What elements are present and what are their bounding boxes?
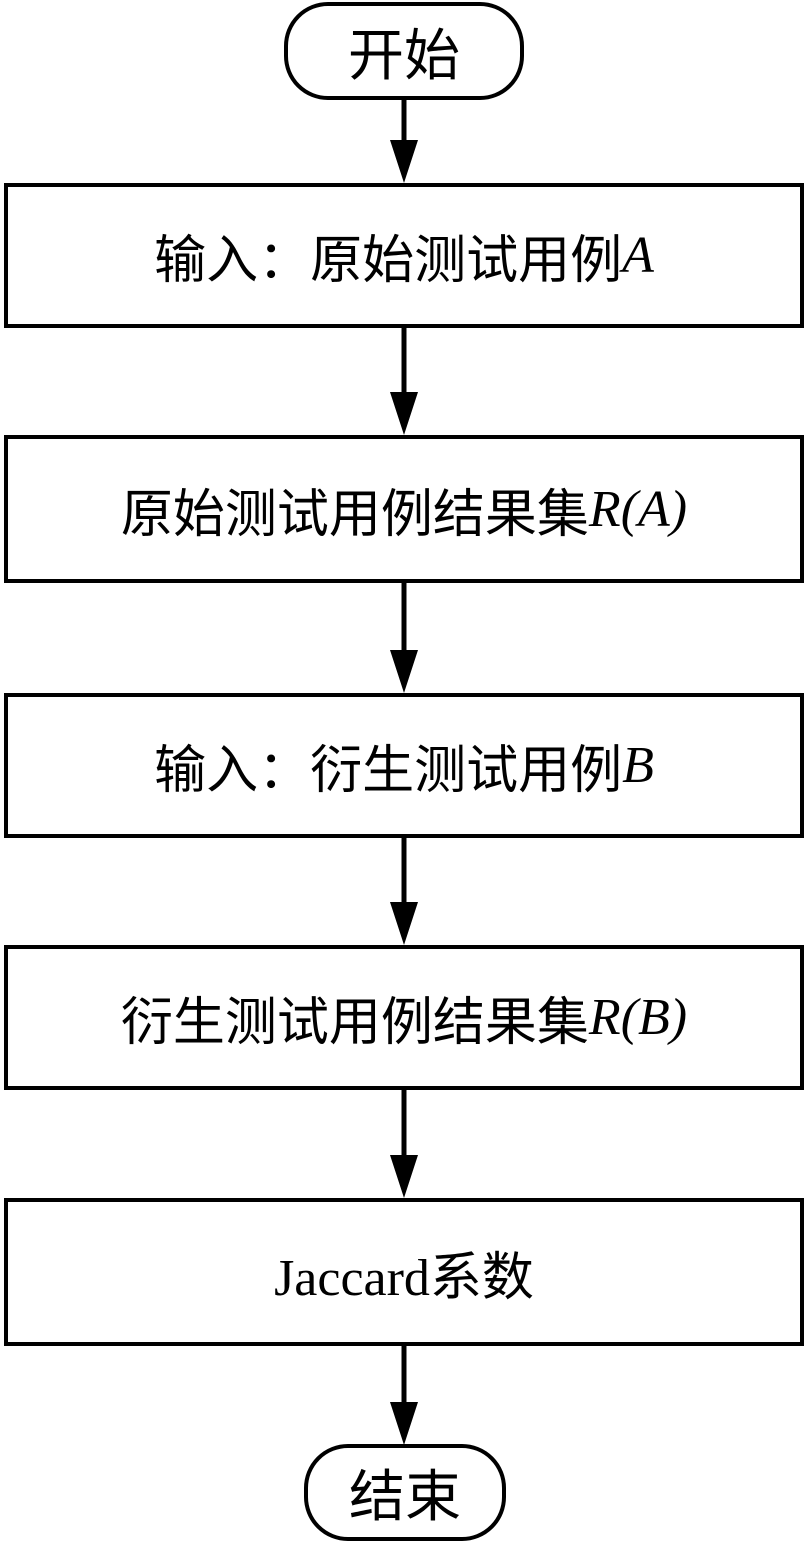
step-text: Jaccard系数	[274, 1249, 534, 1307]
arrowhead	[390, 140, 418, 183]
arrowhead	[390, 1402, 418, 1445]
start-label: 开始	[348, 25, 460, 88]
step-text: 衍生测试用例结果集	[120, 995, 589, 1052]
step-text: 输入：衍生测试用例	[154, 743, 623, 800]
step-jaccard: Jaccard系数	[4, 1198, 804, 1346]
arrowhead	[390, 1155, 418, 1198]
step-text: 原始测试用例结果集	[120, 486, 589, 544]
step-var: R	[588, 989, 621, 1046]
step-var: A	[622, 227, 654, 284]
step-var: R	[588, 480, 621, 538]
end-node: 结束	[304, 1444, 506, 1541]
arrowhead	[390, 650, 418, 693]
start-node: 开始	[284, 2, 524, 100]
step-text: 输入：原始测试用例	[154, 233, 623, 290]
end-label: 结束	[349, 1467, 461, 1529]
step-var: B	[622, 737, 654, 794]
step-suffix: (A)	[620, 480, 688, 538]
arrowhead	[390, 392, 418, 435]
step-suffix: (B)	[620, 989, 688, 1046]
arrowhead	[390, 902, 418, 945]
